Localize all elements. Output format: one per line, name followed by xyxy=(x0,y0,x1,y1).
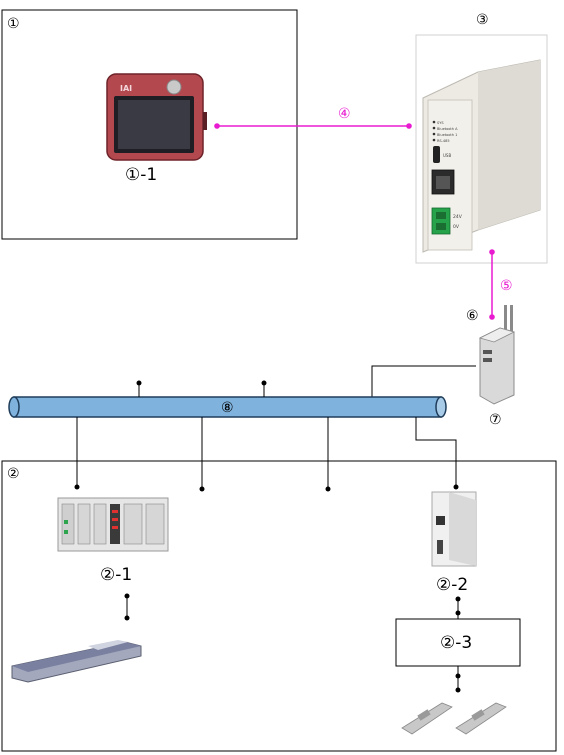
label-7: ⑦ xyxy=(489,412,502,428)
label-5: ⑤ xyxy=(500,278,513,294)
link-2-2-dot-bottom xyxy=(455,610,461,616)
label-1: ① xyxy=(7,16,20,32)
led-label-3: RS-485 xyxy=(437,139,450,143)
label-4: ④ xyxy=(338,106,351,122)
label-2-3: ②-3 xyxy=(440,633,472,653)
network-bus xyxy=(8,396,447,418)
usb-port xyxy=(433,146,440,163)
label-2: ② xyxy=(7,466,20,482)
mini-slider-1 xyxy=(401,702,453,735)
link-5-end-top xyxy=(489,249,495,255)
box-2-3 xyxy=(395,618,521,667)
label-6: ⑥ xyxy=(466,308,479,324)
led-label-2: Bluetooth 1 xyxy=(437,133,457,137)
power-label-24v: 24V xyxy=(453,214,463,220)
controller-rack xyxy=(57,497,169,552)
link-5-end-bottom xyxy=(489,314,495,320)
drop-4 xyxy=(415,417,457,487)
driver-unit xyxy=(431,491,477,567)
drop-3-dot xyxy=(325,486,331,492)
drop-4-dot xyxy=(453,484,459,490)
usb-label: USB xyxy=(443,153,451,158)
link-4-end-left xyxy=(214,123,220,129)
link-2-1-dot-bottom xyxy=(124,615,130,621)
bus-stub-top-2-dot xyxy=(261,380,267,386)
power-label-0v: 0V xyxy=(453,224,460,230)
link-4-end-right xyxy=(406,123,412,129)
led-label-1: Bluetooth A xyxy=(437,127,458,131)
tablet-brand: IAI xyxy=(120,84,132,93)
label-8: ⑧ xyxy=(221,400,234,416)
label-2-2: ②-2 xyxy=(436,575,468,595)
label-3: ③ xyxy=(476,12,489,28)
gateway-unit: SYS Bluetooth A Bluetooth 1 RS-485 USB 2… xyxy=(415,34,548,264)
label-1-1: ①-1 xyxy=(125,165,157,185)
link-2-1-dot-top xyxy=(124,593,130,599)
link-2-3-dot-bottom xyxy=(455,687,461,693)
box-1 xyxy=(1,9,298,240)
box-2 xyxy=(1,460,557,752)
access-point xyxy=(478,305,516,405)
tablet-device: IAI xyxy=(106,73,207,161)
drop-2-dot xyxy=(199,486,205,492)
drop-1-dot xyxy=(74,484,80,490)
led-label-0: SYS xyxy=(437,121,444,125)
power-terminal xyxy=(431,207,451,235)
mini-slider-2 xyxy=(455,702,507,735)
ap-to-bus-line xyxy=(371,365,476,398)
link-2-2-dot-top xyxy=(455,596,461,602)
bus-stub-top-1-dot xyxy=(136,380,142,386)
link-2-3-dot-top xyxy=(455,673,461,679)
label-2-1: ②-1 xyxy=(100,565,132,585)
linear-actuator xyxy=(11,640,142,683)
